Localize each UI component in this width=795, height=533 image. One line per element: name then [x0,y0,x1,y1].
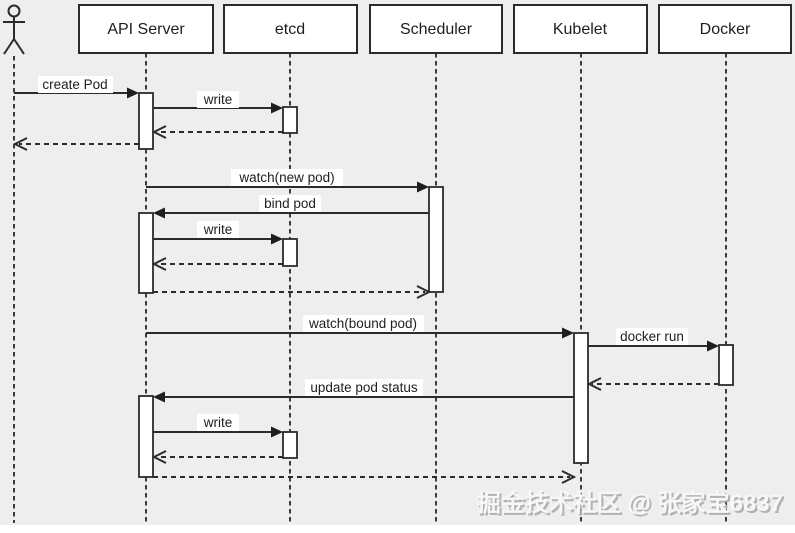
arrowhead-open-icon [561,470,577,484]
message-label: docker run [620,329,684,344]
message-label-bg [303,315,424,332]
participant-docker: Docker [658,4,792,54]
arrowhead-filled-icon [271,233,283,245]
arrowhead-filled-icon [417,181,429,193]
participant-label-api-server: API Server [107,21,185,38]
arrowhead-open-icon [12,137,28,151]
participant-box-etcd [223,4,358,54]
message-write-3: write [153,414,283,438]
actor-leg-left [3,38,15,55]
message-label-bg [197,221,239,238]
messages: create Pod write watch(new pod) [12,76,719,484]
activation-bar-etcd-3 [282,431,298,459]
message-label-bg [616,328,688,345]
message-label-bg [231,169,343,186]
message-write-2: write [153,221,283,245]
participant-label-kubelet: Kubelet [553,21,608,38]
participant-boxes: API Server etcd Scheduler Kubelet Docker [78,4,792,54]
arrowhead-filled-icon [271,426,283,438]
arrowhead-open-icon [151,257,167,271]
arrowhead-filled-icon [153,207,165,219]
message-watch-new-pod: watch(new pod) [146,169,429,193]
activation-bars [138,92,734,478]
message-return-etcd-api-2 [151,257,283,271]
message-label: bind pod [264,196,316,211]
activation-bar-api-2 [138,212,154,294]
message-label-bg [197,414,239,431]
activation-bar-api-1 [138,92,154,150]
activation-bar-etcd-2 [282,238,298,267]
activation-bar-scheduler [428,186,444,293]
arrowhead-open-icon [416,285,432,299]
arrowhead-open-icon [151,125,167,139]
arrowhead-filled-icon [127,87,139,99]
arrowhead-filled-icon [707,340,719,352]
actor-figure [3,4,25,55]
activation-bar-kubelet [573,332,589,464]
watermark-text: 掘金技术社区 @ 张家宝6837 [477,489,783,517]
message-label-bg [197,91,239,108]
arrowhead-open-icon [586,377,602,391]
watermark: 掘金技术社区 @ 张家宝6837 掘金技术社区 @ 张家宝6837 [477,489,785,519]
message-label-bg [259,195,321,212]
participant-label-scheduler: Scheduler [400,21,473,38]
message-return-api-actor [12,137,139,151]
participant-box-docker [658,4,792,54]
arrowhead-open-icon [151,450,167,464]
message-write-1: write [153,91,283,114]
message-return-api-scheduler [153,285,432,299]
message-label: create Pod [42,77,107,92]
arrowhead-filled-icon [153,391,165,403]
actor-leg-right [13,38,25,55]
message-create-pod: create Pod [14,76,139,99]
message-watch-bound-pod: watch(bound pod) [146,315,574,339]
message-label-bg [305,379,423,396]
message-label: update pod status [310,380,418,395]
arrowhead-filled-icon [271,102,283,114]
participant-box-kubelet [513,4,648,54]
message-return-etcd-api-1 [151,125,283,139]
message-label: watch(bound pod) [308,316,417,331]
participant-etcd: etcd [223,4,358,54]
activation-bar-api-3 [138,395,154,478]
participant-box-api-server [78,4,214,54]
participant-label-etcd: etcd [275,21,305,38]
watermark-shadow-text: 掘金技术社区 @ 张家宝6837 [479,491,785,519]
participant-box-scheduler [369,4,503,54]
participant-label-docker: Docker [700,21,751,38]
message-docker-run: docker run [588,328,719,352]
message-label: watch(new pod) [238,170,334,185]
message-label: write [203,222,233,237]
message-return-etcd-api-3 [151,450,283,464]
message-label: write [203,415,233,430]
arrowhead-filled-icon [562,327,574,339]
activation-bar-etcd-1 [282,106,298,134]
message-label: write [203,92,233,107]
message-label-bg [38,76,113,93]
participant-scheduler: Scheduler [369,4,503,54]
participant-api-server: API Server [78,4,214,54]
message-return-docker-kubelet [586,377,719,391]
activation-bar-docker [718,344,734,386]
participant-kubelet: Kubelet [513,4,648,54]
message-bind-pod: bind pod [153,195,429,219]
message-return-api-kubelet [153,470,577,484]
message-update-pod-status: update pod status [153,379,574,403]
